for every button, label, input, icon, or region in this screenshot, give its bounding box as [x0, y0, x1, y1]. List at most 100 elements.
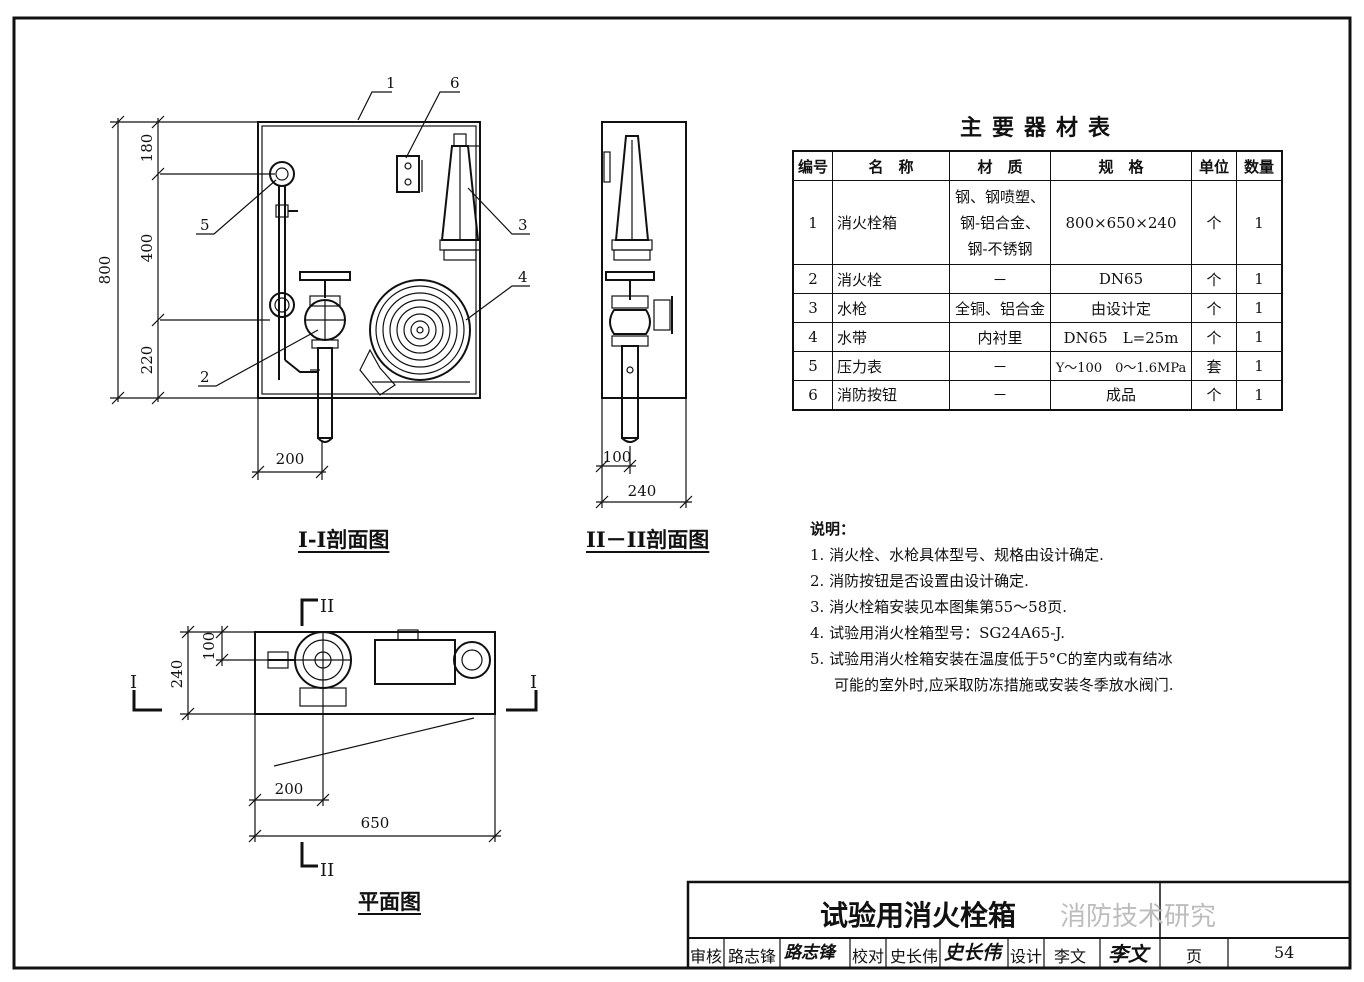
cell-qty: 1 [1236, 180, 1283, 265]
callout-3: 3 [518, 216, 528, 234]
callout-6: 6 [450, 74, 460, 92]
design-label: 设计 [1010, 947, 1043, 966]
materials-title: 主要器材表 [959, 115, 1120, 141]
callout-5: 5 [200, 216, 210, 234]
cell-unit: 个 [1191, 380, 1237, 410]
designer-signature: 李文 [1108, 942, 1148, 966]
note-item: 1. 消火栓、水枪具体型号、规格由设计确定. [810, 546, 1104, 564]
cell-qty: 1 [1236, 293, 1283, 323]
dim-100-sec2: 100 [603, 448, 632, 466]
cell-spec: DN65 L=25m [1050, 322, 1192, 352]
cell-spec: 800×650×240 [1050, 180, 1192, 265]
cell-material: － [949, 351, 1051, 381]
cell-spec: Y～100 0～1.6MPa [1050, 351, 1192, 381]
cell-material: － [949, 264, 1051, 294]
cell-name: 水枪 [832, 293, 950, 323]
dim-650-plan: 650 [361, 814, 390, 832]
section-2-view: 100 240 [595, 121, 693, 509]
callout-4: 4 [518, 268, 528, 286]
cell-unit: 套 [1191, 351, 1237, 381]
sheet-border [12, 16, 1352, 970]
page-label: 页 [1186, 947, 1203, 966]
dim-400: 400 [138, 234, 156, 263]
cell-name: 压力表 [832, 351, 950, 381]
notes: 说明： 1. 消火栓、水枪具体型号、规格由设计确定. 2. 消防按钮是否设置由设… [810, 516, 1174, 698]
table-row: 2 消火栓 － DN65 个 1 [792, 264, 1283, 294]
cell-material: 全铜、铝合金 [949, 293, 1051, 323]
col-name: 名 称 [832, 150, 950, 181]
plan-view: II II I I 100 240 [130, 596, 538, 881]
notes-title: 说明： [810, 520, 856, 538]
hose-reel [359, 279, 471, 396]
designer: 李文 [1054, 947, 1087, 966]
material-line: 钢、钢喷塑、 [954, 187, 1045, 206]
dim-220: 220 [138, 346, 156, 375]
dim-800: 800 [96, 256, 114, 285]
dim-240-sec2: 240 [628, 482, 657, 500]
marker-ii-bottom: II [320, 860, 334, 881]
col-no: 编号 [792, 150, 833, 181]
nozzle [439, 133, 481, 261]
cell-qty: 1 [1236, 351, 1283, 381]
dim-240-plan: 240 [168, 660, 186, 689]
page-number: 54 [1274, 943, 1295, 962]
cell-unit: 个 [1191, 180, 1237, 265]
callout-1: 1 [386, 74, 396, 92]
col-material: 材 质 [949, 150, 1051, 181]
col-unit: 单位 [1191, 150, 1237, 181]
cell-qty: 1 [1236, 380, 1283, 410]
cell-no: 3 [792, 293, 833, 323]
cell-unit: 个 [1191, 264, 1237, 294]
cabinet-outline [257, 121, 481, 399]
cell-no: 2 [792, 264, 833, 294]
marker-i-right: I [530, 672, 537, 693]
watermark: 消防技术研究 [1060, 902, 1217, 932]
note-continuation: 可能的室外时,应采取防冻措施或安装冬季放水阀门. [834, 676, 1174, 694]
cell-material: － [949, 380, 1051, 410]
reviewer-signature: 路志锋 [784, 943, 835, 963]
cell-qty: 1 [1236, 264, 1283, 294]
cell-name: 消火栓 [832, 264, 950, 294]
marker-ii-top: II [320, 596, 334, 617]
section-1-view: 800 180 400 220 200 [96, 74, 530, 480]
cell-no: 1 [792, 180, 833, 265]
caption-section-2: II－II剖面图 [586, 527, 710, 552]
table-row: 6 消防按钮 － 成品 个 1 [792, 380, 1283, 410]
callout-2: 2 [200, 368, 210, 386]
checker-signature: 史长伟 [944, 942, 1002, 964]
material-line: 钢-铝合金、 [959, 213, 1041, 232]
caption-section-1: I-I剖面图 [298, 527, 390, 552]
checker: 史长伟 [890, 947, 939, 966]
dim-200-plan: 200 [275, 780, 304, 798]
note-item: 2. 消防按钮是否设置由设计确定. [810, 572, 1029, 590]
cell-qty: 1 [1236, 322, 1283, 352]
note-item: 5. 试验用消火栓箱安装在温度低于5°C的室内或有结冰 [810, 650, 1173, 668]
dim-180: 180 [138, 134, 156, 163]
check-label: 校对 [852, 947, 885, 966]
cell-unit: 个 [1191, 322, 1237, 352]
material-line: 钢-不锈钢 [967, 239, 1033, 258]
cell-spec: 成品 [1050, 380, 1192, 410]
cell-name: 消防按钮 [832, 380, 950, 410]
dim-200-sec1: 200 [276, 450, 305, 468]
cell-no: 6 [792, 380, 833, 410]
table-row: 3 水枪 全铜、铝合金 由设计定 个 1 [792, 293, 1283, 323]
cell-no: 4 [792, 322, 833, 352]
table-row: 1 消火栓箱 钢、钢喷塑、 钢-铝合金、 钢-不锈钢 800×650×240 个… [792, 180, 1283, 265]
caption-plan: 平面图 [358, 889, 421, 914]
dim-100-plan: 100 [200, 632, 218, 661]
cell-no: 5 [792, 351, 833, 381]
cell-material: 钢、钢喷塑、 钢-铝合金、 钢-不锈钢 [949, 180, 1051, 265]
col-qty: 数量 [1236, 150, 1283, 181]
drawing-name: 试验用消火栓箱 [820, 899, 1017, 932]
marker-i-left: I [130, 672, 137, 693]
reviewer: 路志锋 [728, 947, 777, 966]
cell-name: 消火栓箱 [832, 180, 950, 265]
title-block [686, 880, 1352, 970]
cell-spec: 由设计定 [1050, 293, 1192, 323]
cell-unit: 个 [1191, 293, 1237, 323]
cell-name: 水带 [832, 322, 950, 352]
review-label: 审核 [690, 947, 723, 966]
table-row: 5 压力表 － Y～100 0～1.6MPa 套 1 [792, 351, 1283, 381]
